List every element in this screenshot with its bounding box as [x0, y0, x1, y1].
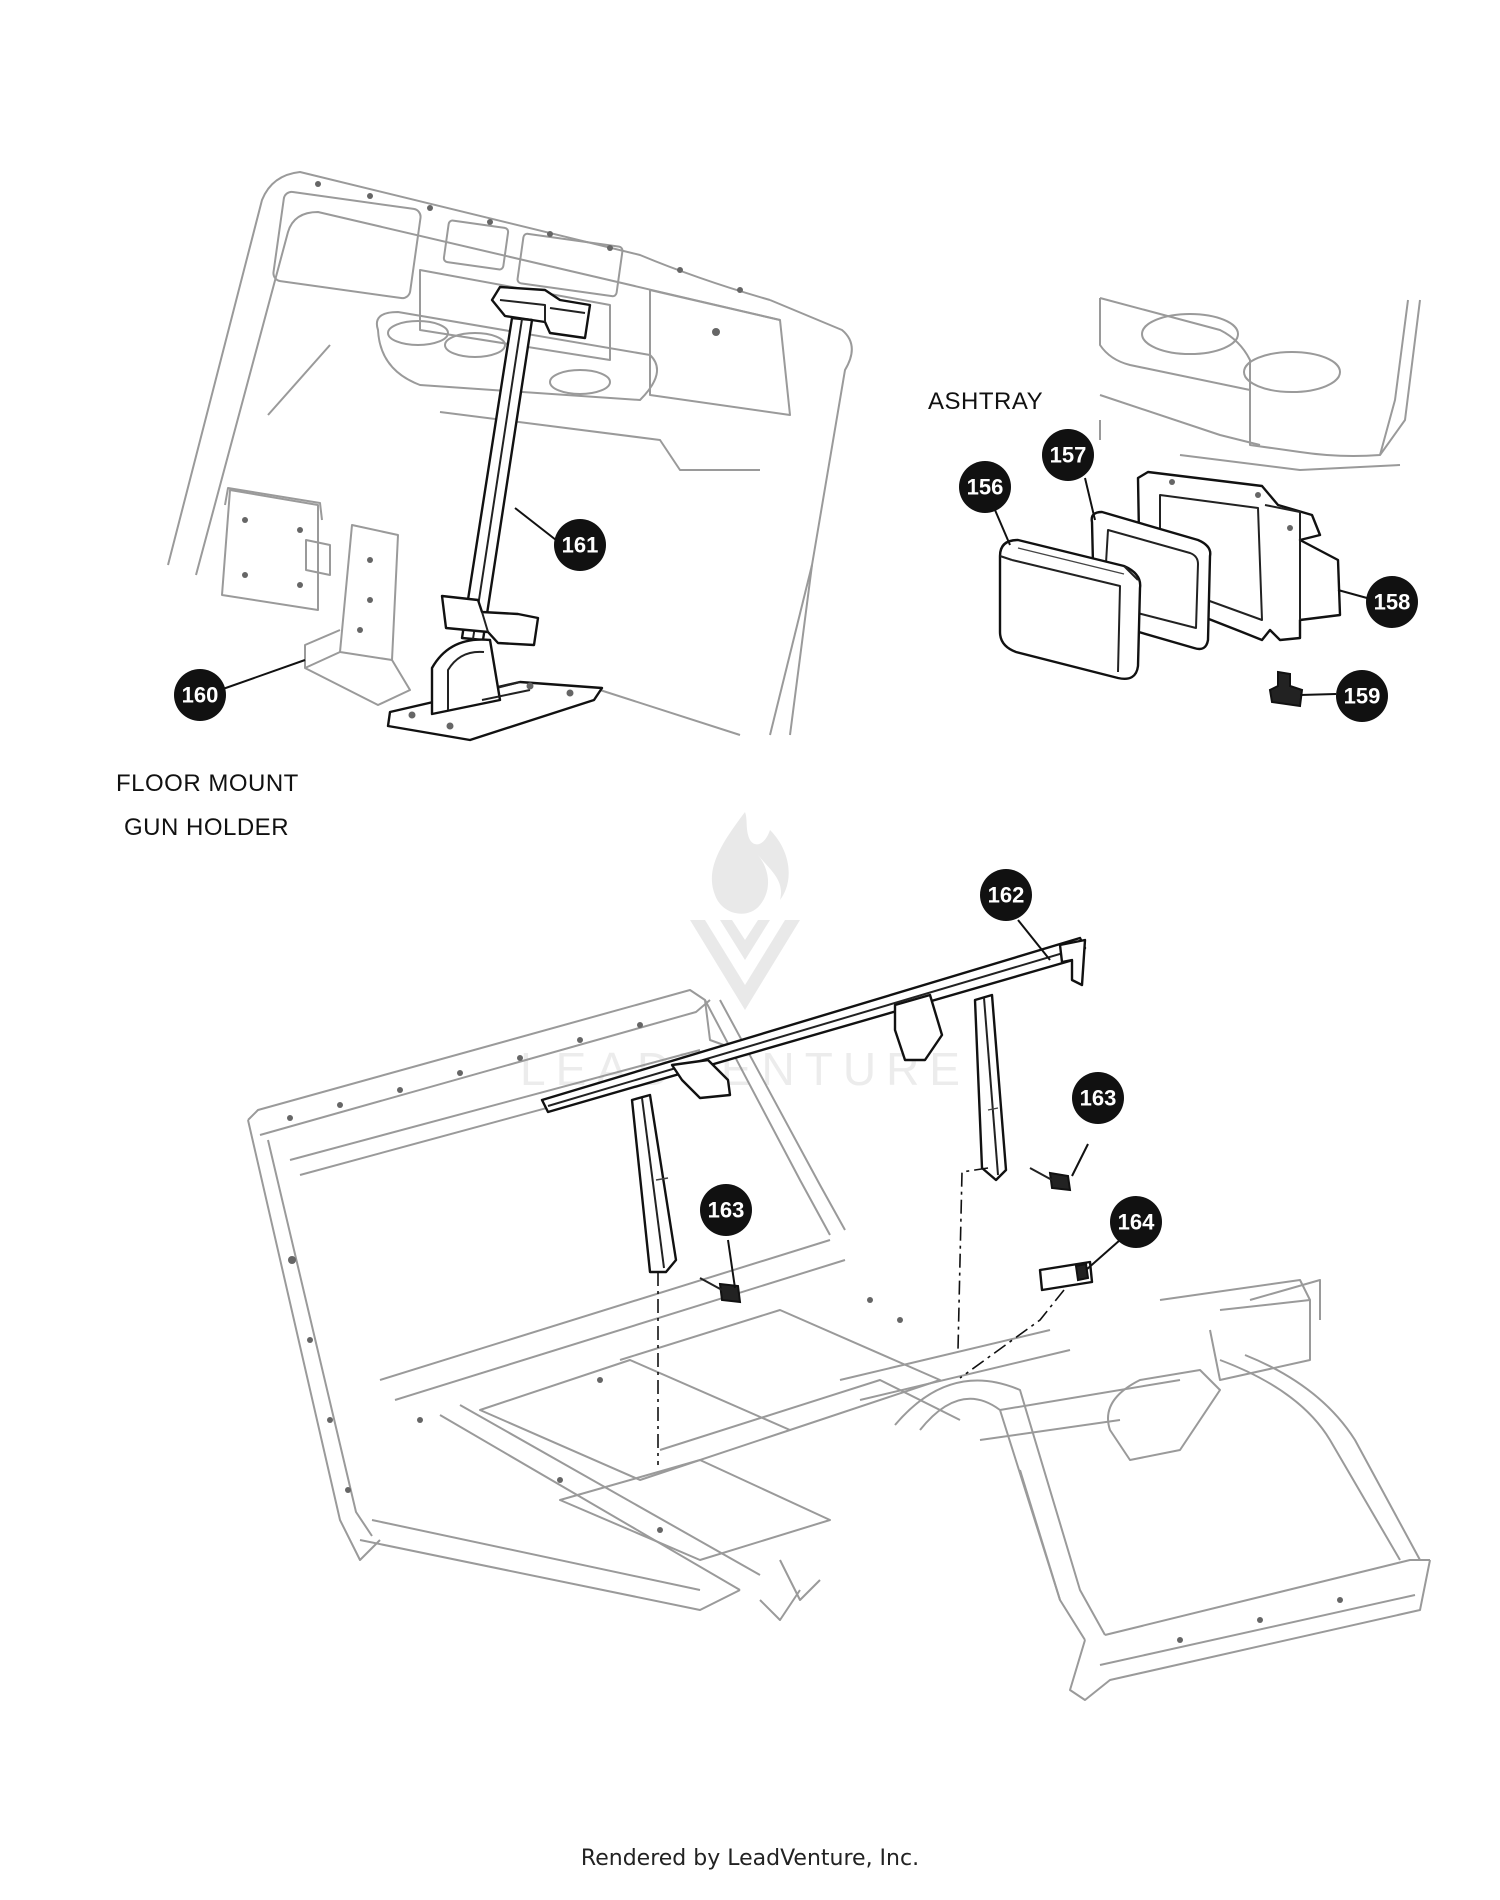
svg-text:157: 157	[1050, 443, 1087, 468]
leader-164	[1085, 1239, 1121, 1271]
ashtray-screw-part	[1268, 670, 1304, 708]
callout-159[interactable]: 159	[1336, 670, 1388, 722]
gun-rack-bolt-part-right	[1029, 1167, 1072, 1192]
svg-text:163: 163	[1080, 1086, 1117, 1111]
console-illustration	[1099, 297, 1421, 471]
svg-text:159: 159	[1344, 684, 1381, 709]
callout-163-right[interactable]: 163	[1072, 1072, 1124, 1124]
leader-156	[994, 509, 1011, 546]
callout-158[interactable]: 158	[1366, 576, 1418, 628]
alignment-line-right	[957, 1167, 989, 1351]
svg-text:162: 162	[988, 883, 1025, 908]
gun-rack-bolt-part-left	[699, 1277, 742, 1304]
leader-158	[1337, 589, 1368, 599]
svg-text:163: 163	[708, 1198, 745, 1223]
callout-156[interactable]: 156	[959, 461, 1011, 513]
svg-text:161: 161	[562, 533, 599, 558]
floor-mount-label-line2: GUN HOLDER	[124, 814, 290, 841]
leader-161	[514, 507, 557, 541]
callout-163-left[interactable]: 163	[700, 1184, 752, 1236]
frame-illustration	[247, 989, 1431, 1701]
pedal-assembly	[221, 487, 411, 706]
footer-credit: Rendered by LeadVenture, Inc.	[580, 1846, 920, 1871]
leader-163-right	[1071, 1143, 1089, 1177]
callout-162[interactable]: 162	[980, 869, 1032, 921]
dash-illustration	[167, 171, 853, 736]
alignment-line-clip	[959, 1289, 1065, 1379]
callout-157[interactable]: 157	[1042, 429, 1094, 481]
gun-holder-part	[386, 285, 604, 742]
callout-164[interactable]: 164	[1110, 1196, 1162, 1248]
leader-163-left	[727, 1239, 736, 1289]
callout-160[interactable]: 160	[174, 669, 226, 721]
leader-160	[219, 659, 306, 691]
svg-text:164: 164	[1118, 1210, 1155, 1235]
svg-text:156: 156	[967, 475, 1004, 500]
svg-text:160: 160	[182, 683, 219, 708]
svg-text:158: 158	[1374, 590, 1411, 615]
leader-159	[1299, 693, 1337, 696]
gun-rack-part	[540, 936, 1087, 1274]
floor-mount-label-line1: FLOOR MOUNT	[116, 770, 299, 797]
callout-161[interactable]: 161	[554, 519, 606, 571]
gun-rack-clip-part	[1038, 1260, 1094, 1292]
leader-157	[1084, 477, 1096, 521]
ashtray-label: ASHTRAY	[928, 388, 1044, 415]
leader-162	[1017, 919, 1051, 961]
ashtray-tray-part	[998, 538, 1142, 680]
